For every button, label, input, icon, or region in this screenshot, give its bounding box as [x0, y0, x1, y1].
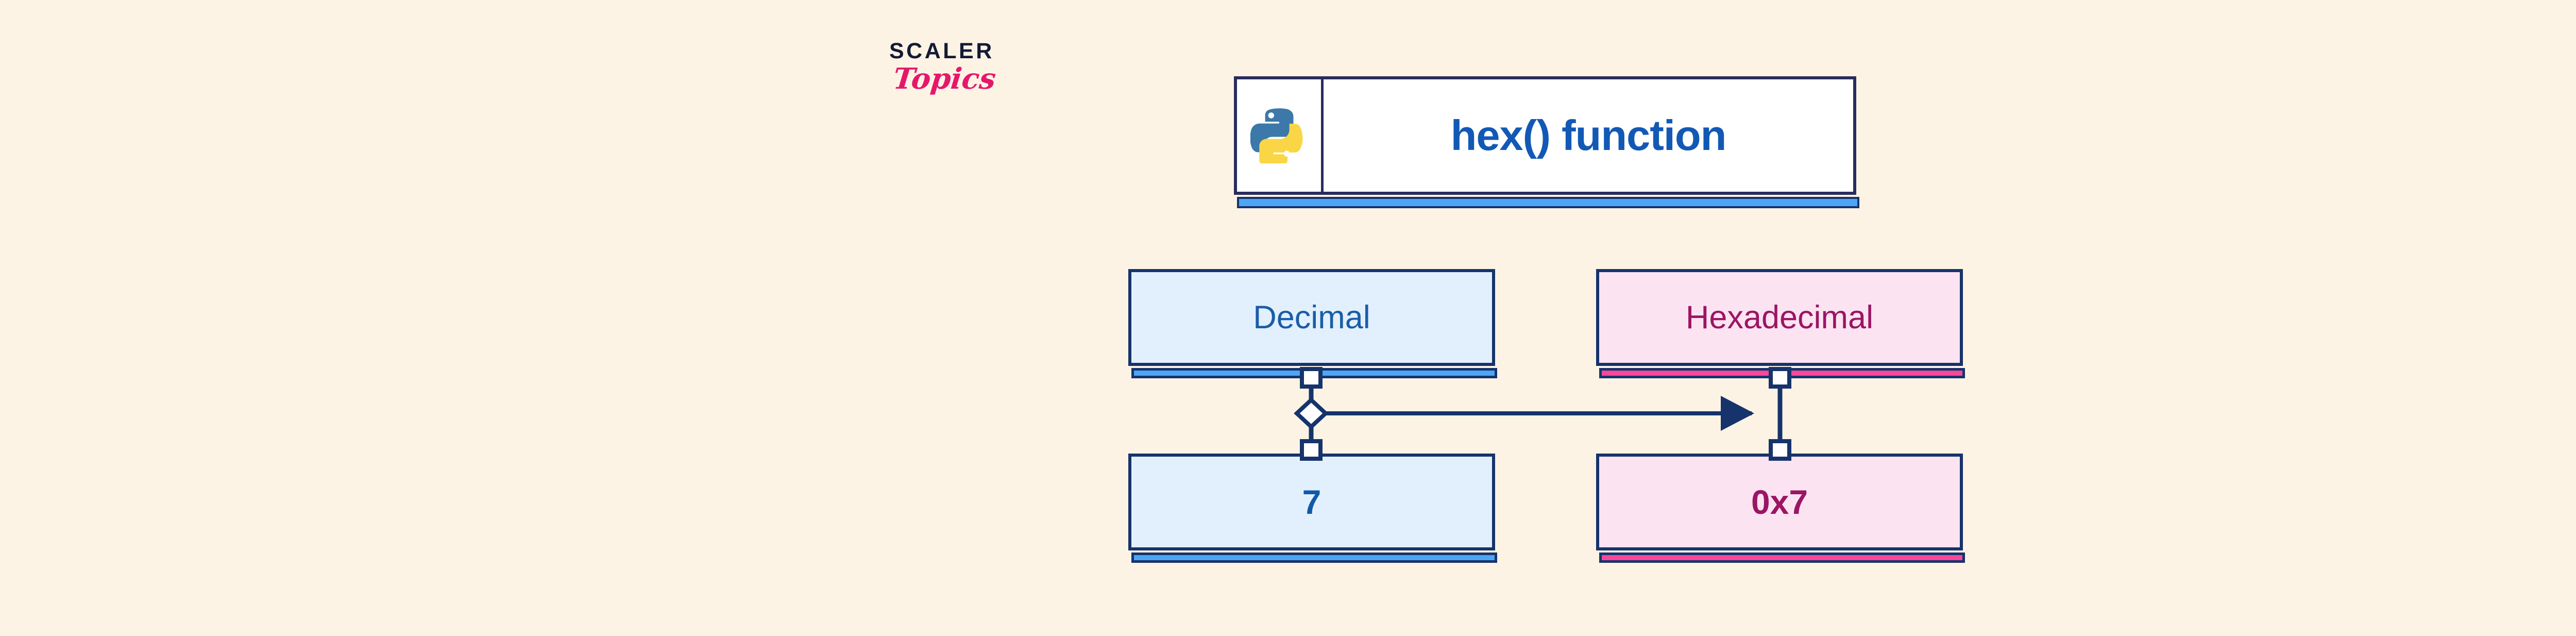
decimal-header-box: Decimal [1128, 269, 1495, 366]
hexadecimal-header-label: Hexadecimal [1685, 299, 1874, 336]
hexadecimal-value-label: 0x7 [1751, 483, 1808, 521]
decimal-header-shadow-bar [1131, 368, 1497, 378]
logo-primary-text: SCALER [889, 39, 994, 63]
hexadecimal-value-shadow-bar [1599, 553, 1965, 563]
hexadecimal-header-shadow-bar [1599, 368, 1965, 378]
conversion-arrow-head [1721, 396, 1754, 431]
decimal-header-label: Decimal [1253, 299, 1370, 336]
page-title: hex() function [1450, 111, 1727, 159]
conversion-source-diamond-marker [1294, 397, 1329, 430]
decimal-value-shadow-bar [1131, 553, 1497, 563]
header-card-shadow-bar [1237, 197, 1859, 208]
decimal-value-box: 7 [1128, 454, 1495, 550]
python-logo-icon [1249, 106, 1308, 168]
hexadecimal-value-box: 0x7 [1596, 454, 1963, 550]
header-card: hex() function [1234, 76, 1856, 195]
hexadecimal-header-box: Hexadecimal [1596, 269, 1963, 366]
decimal-value-label: 7 [1302, 483, 1321, 521]
header-title-cell: hex() function [1324, 79, 1853, 192]
scaler-topics-logo: SCALER Topics [889, 40, 1044, 123]
header-icon-cell [1237, 79, 1324, 192]
logo-secondary-text: Topics [891, 62, 998, 96]
